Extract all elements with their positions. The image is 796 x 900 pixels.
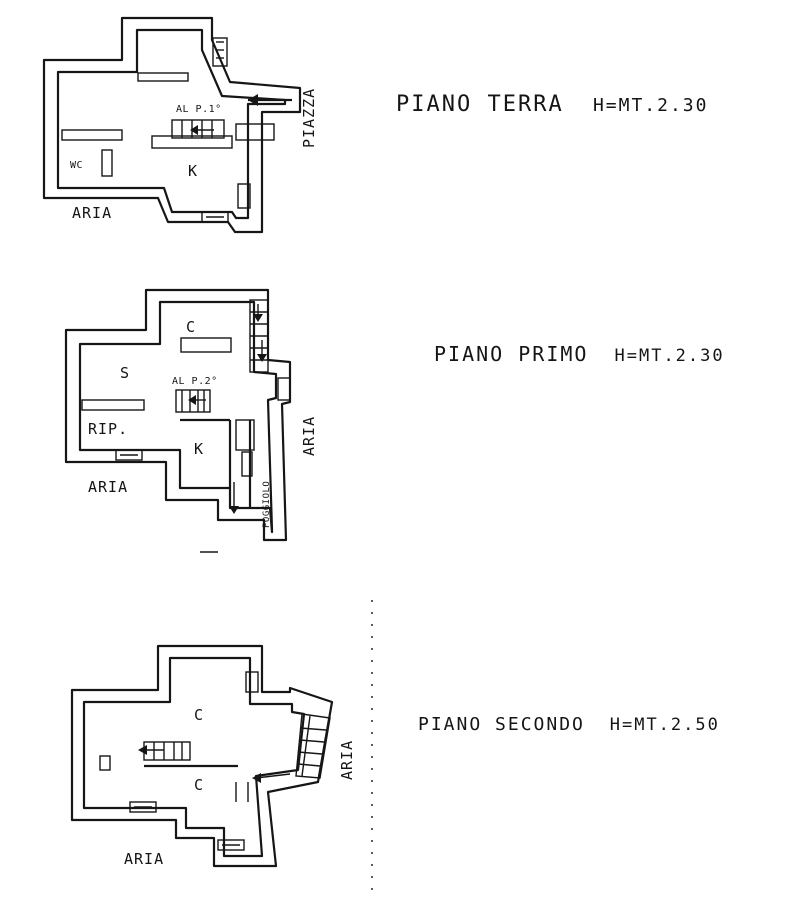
ground-stair-arrow: [190, 125, 214, 135]
ground-entry-arrow: [248, 94, 292, 106]
second-stairs-right: [295, 713, 331, 779]
first-floor-title: PIANO PRIMO H=MT.2.30: [434, 342, 725, 366]
ground-outer-wall: [42, 16, 302, 234]
second-openings: [99, 671, 259, 851]
ground-openings: [201, 37, 251, 223]
ground-floor-title: PIANO TERRA H=MT.2.30: [396, 92, 709, 117]
first-arrows: [188, 304, 267, 514]
first-stairs-right: [249, 299, 269, 373]
first-room-k: K: [194, 440, 205, 458]
first-poggiolo-label: POGGIOLO: [262, 480, 272, 528]
plan-piano-secondo: [70, 600, 373, 890]
first-partition-k: [235, 419, 255, 451]
plan-piano-primo: [64, 288, 292, 553]
first-floor-name: PIANO PRIMO: [434, 342, 589, 366]
first-stairs-label: AL P.2°: [172, 376, 218, 387]
second-aria-right-label: ARIA: [338, 739, 356, 780]
first-room-c: C: [186, 318, 197, 336]
ground-floor-name: PIANO TERRA: [396, 92, 564, 117]
second-floor-name: PIANO SECONDO: [418, 714, 585, 735]
second-room-c-bottom: C: [194, 776, 205, 794]
ground-partition-top: [137, 72, 189, 82]
first-room-rip: RIP.: [88, 420, 129, 438]
first-partition-rip: [81, 399, 145, 411]
first-room-s: S: [120, 364, 131, 382]
second-outer-wall: [70, 644, 334, 868]
ground-inner-wall: [56, 28, 287, 220]
second-floor-title: PIANO SECONDO H=MT.2.50: [418, 714, 720, 735]
second-floor-height: H=MT.2.50: [609, 715, 720, 735]
first-inner-wall: [78, 300, 278, 534]
ground-stairs-label: AL P.1°: [176, 104, 222, 115]
plan-piano-terra: [42, 16, 302, 234]
ground-floor-height: H=MT.2.30: [592, 95, 709, 116]
second-aria-bottom-label: ARIA: [124, 850, 165, 868]
first-openings: [115, 377, 291, 477]
ground-partition-left: [61, 129, 123, 141]
ground-piazza-label: PIAZZA: [300, 87, 318, 148]
second-arrows: [235, 773, 291, 802]
first-partition-c: [180, 337, 232, 353]
first-aria-right-label: ARIA: [300, 415, 318, 456]
ground-partition-right: [235, 123, 275, 141]
ground-wc-fixture: [101, 149, 113, 177]
second-room-c-top: C: [194, 706, 205, 724]
ground-aria-label: ARIA: [72, 204, 113, 222]
first-floor-height: H=MT.2.30: [614, 346, 725, 366]
ground-room-kitchen: K: [188, 162, 199, 180]
second-stairs-center: [138, 741, 191, 761]
first-outer-wall: [64, 288, 292, 542]
ground-room-wc: WC: [70, 160, 84, 171]
first-aria-bottom-label: ARIA: [88, 478, 129, 496]
